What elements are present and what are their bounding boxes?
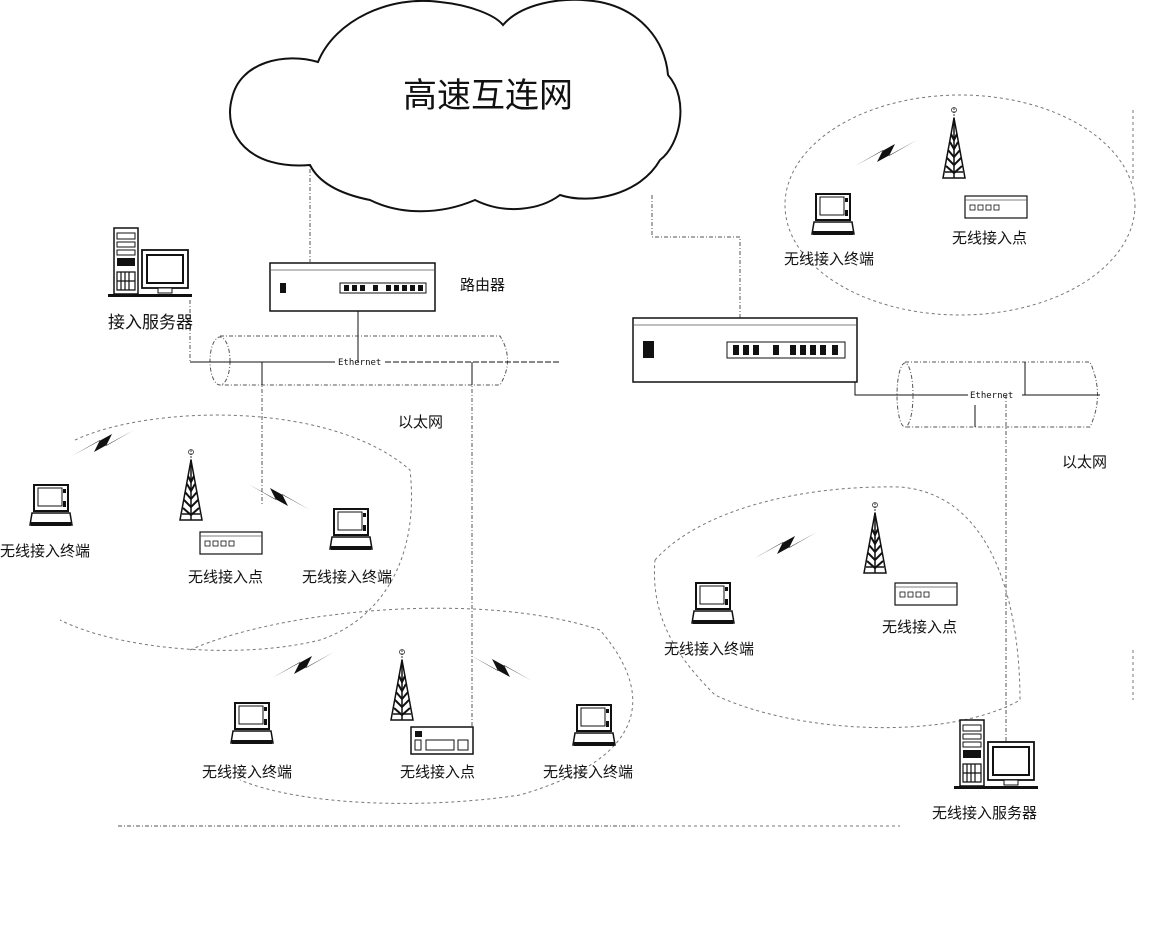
terminal-label: 无线接入终端 <box>784 250 874 268</box>
wireless-cell-bottom-center: 无线接入终端 无线接入点 无线接入终端 <box>189 607 634 804</box>
terminal-label: 无线接入终端 <box>202 763 292 781</box>
cloud-title: 高速互连网 <box>403 76 573 116</box>
server-icon <box>107 227 193 298</box>
access-point-icon <box>410 726 474 755</box>
laptop-icon <box>572 704 616 747</box>
ap-label: 无线接入点 <box>952 229 1027 247</box>
ap-label: 无线接入点 <box>400 763 475 781</box>
wireless-access-server: 无线接入服务器 <box>932 719 1039 822</box>
switch <box>632 317 858 383</box>
ethernet-bus-left: Ethernet 以太网 <box>190 335 560 431</box>
laptop-icon <box>691 582 735 625</box>
wireless-signal-icon <box>248 484 310 510</box>
terminal-label: 无线接入终端 <box>664 640 754 658</box>
wireless-signal-icon <box>72 430 134 456</box>
server-icon <box>953 719 1039 790</box>
wireless-signal-icon <box>855 140 917 166</box>
wireless-server-label: 无线接入服务器 <box>932 804 1037 822</box>
ap-label: 无线接入点 <box>188 568 263 586</box>
wireless-signal-icon <box>272 652 334 678</box>
router-label: 路由器 <box>460 276 505 294</box>
wireless-cell-mid-left: 无线接入终端 无线接入点 无线接入终端 <box>0 414 412 651</box>
terminal-label: 无线接入终端 <box>543 763 633 781</box>
access-point-icon <box>199 531 263 555</box>
laptop-icon <box>811 193 855 236</box>
ethernet-right-label: Ethernet <box>970 391 1013 401</box>
router: 路由器 <box>269 262 505 312</box>
laptop-icon <box>329 508 373 551</box>
terminal-label: 无线接入终端 <box>302 568 392 586</box>
terminal-label: 无线接入终端 <box>0 542 90 560</box>
wireless-signal-icon <box>470 655 532 681</box>
tower-icon <box>179 448 203 521</box>
wireless-signal-icon <box>755 532 817 558</box>
tower-icon <box>942 106 966 179</box>
access-point-icon <box>894 582 958 606</box>
wireless-cell-top-right: 无线接入点 无线接入终端 <box>784 94 1136 316</box>
tower-icon <box>390 648 414 721</box>
laptop-icon <box>230 702 274 745</box>
access-server: 接入服务器 <box>107 227 193 333</box>
access-server-label: 接入服务器 <box>108 313 193 333</box>
ethernet-left-label: Ethernet <box>338 358 381 368</box>
lan-left-label: 以太网 <box>398 413 443 431</box>
wireless-cell-mid-right: 无线接入点 无线接入终端 <box>653 486 1021 729</box>
lan-right-label: 以太网 <box>1062 453 1107 471</box>
internet-cloud: 高速互连网 <box>229 0 682 213</box>
ap-label: 无线接入点 <box>882 618 957 636</box>
tower-icon <box>863 501 887 574</box>
access-point-icon <box>964 195 1028 219</box>
ethernet-bus-right: Ethernet 以太网 <box>896 361 1107 471</box>
laptop-icon <box>29 484 73 527</box>
